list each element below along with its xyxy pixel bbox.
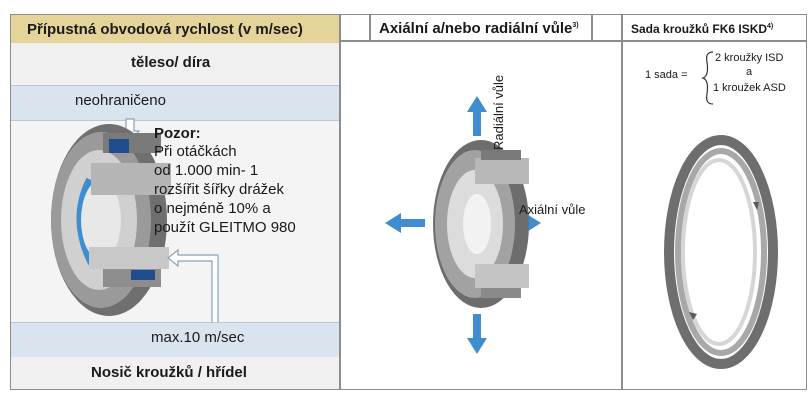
radial-clearance-label: Radiální vůle bbox=[491, 74, 506, 150]
unlimited-band: neohraničeno bbox=[11, 85, 339, 121]
max-speed-band: max.10 m/sec bbox=[11, 322, 339, 358]
spacer-cell-1 bbox=[340, 14, 370, 41]
left-panel: Přípustná obvodová rychlost (v m/sec) tě… bbox=[10, 14, 340, 390]
clearance-illustration bbox=[385, 96, 541, 354]
ring-set-illustration bbox=[664, 135, 778, 369]
brace-icon bbox=[701, 51, 714, 105]
callout-arrow-bottom bbox=[167, 248, 219, 334]
left-top-strip: těleso/ díra bbox=[11, 43, 339, 83]
middle-panel-header: Axiální a/nebo radiální vůle3) bbox=[370, 14, 592, 41]
left-panel-title: Přípustná obvodová rychlost (v m/sec) bbox=[27, 21, 303, 38]
middle-panel-footnote: 3) bbox=[572, 22, 579, 29]
right-panel-title-text: Sada kroužků FK6 ISKD bbox=[631, 22, 768, 36]
right-panel: 1 sada = 2 kroužky ISD a 1 kroužek ASD bbox=[622, 41, 807, 390]
middle-panel-title: Axiální a/nebo radiální vůle3) bbox=[379, 20, 579, 37]
middle-panel: Radiální vůle Axiální vůle bbox=[340, 41, 622, 390]
warning-line-2: od 1.000 min- 1 bbox=[154, 162, 259, 179]
right-panel-header: Sada kroužků FK6 ISKD4) bbox=[622, 14, 807, 41]
brace-line-1: 2 kroužky ISD bbox=[715, 52, 784, 64]
max-speed-label: max.10 m/sec bbox=[151, 329, 245, 346]
left-bottom-strip: Nosič kroužků / hřídel bbox=[11, 357, 339, 389]
warning-line-3: rozšířit šířky drážek bbox=[154, 181, 285, 198]
brace-line-2: a bbox=[746, 66, 753, 78]
warning-line-1: Při otáčkách bbox=[154, 143, 237, 160]
right-panel-footnote: 4) bbox=[767, 23, 774, 30]
brace-line-3: 1 kroužek ASD bbox=[713, 82, 786, 94]
warning-line-5: použít GLEITMO 980 bbox=[154, 219, 296, 236]
warning-title: Pozor: bbox=[154, 125, 201, 142]
radial-arrow-down bbox=[467, 314, 487, 354]
spacer-cell-2 bbox=[592, 14, 622, 41]
ring-carrier-shaft-label: Nosič kroužků / hřídel bbox=[91, 364, 247, 381]
warning-line-4: o nejméně 10% a bbox=[154, 200, 271, 217]
axial-clearance-label: Axiální vůle bbox=[519, 202, 586, 217]
radial-arrow-up bbox=[467, 96, 487, 136]
left-panel-header: Přípustná obvodová rychlost (v m/sec) bbox=[11, 15, 339, 43]
set-label: 1 sada = bbox=[645, 69, 688, 81]
right-panel-title: Sada kroužků FK6 ISKD4) bbox=[631, 22, 773, 36]
ring-illustration bbox=[51, 118, 171, 316]
housing-bore-label: těleso/ díra bbox=[131, 54, 211, 71]
axial-arrow-left bbox=[385, 213, 425, 233]
middle-panel-title-text: Axiální a/nebo radiální vůle bbox=[379, 20, 573, 37]
unlimited-label: neohraničeno bbox=[75, 92, 166, 109]
